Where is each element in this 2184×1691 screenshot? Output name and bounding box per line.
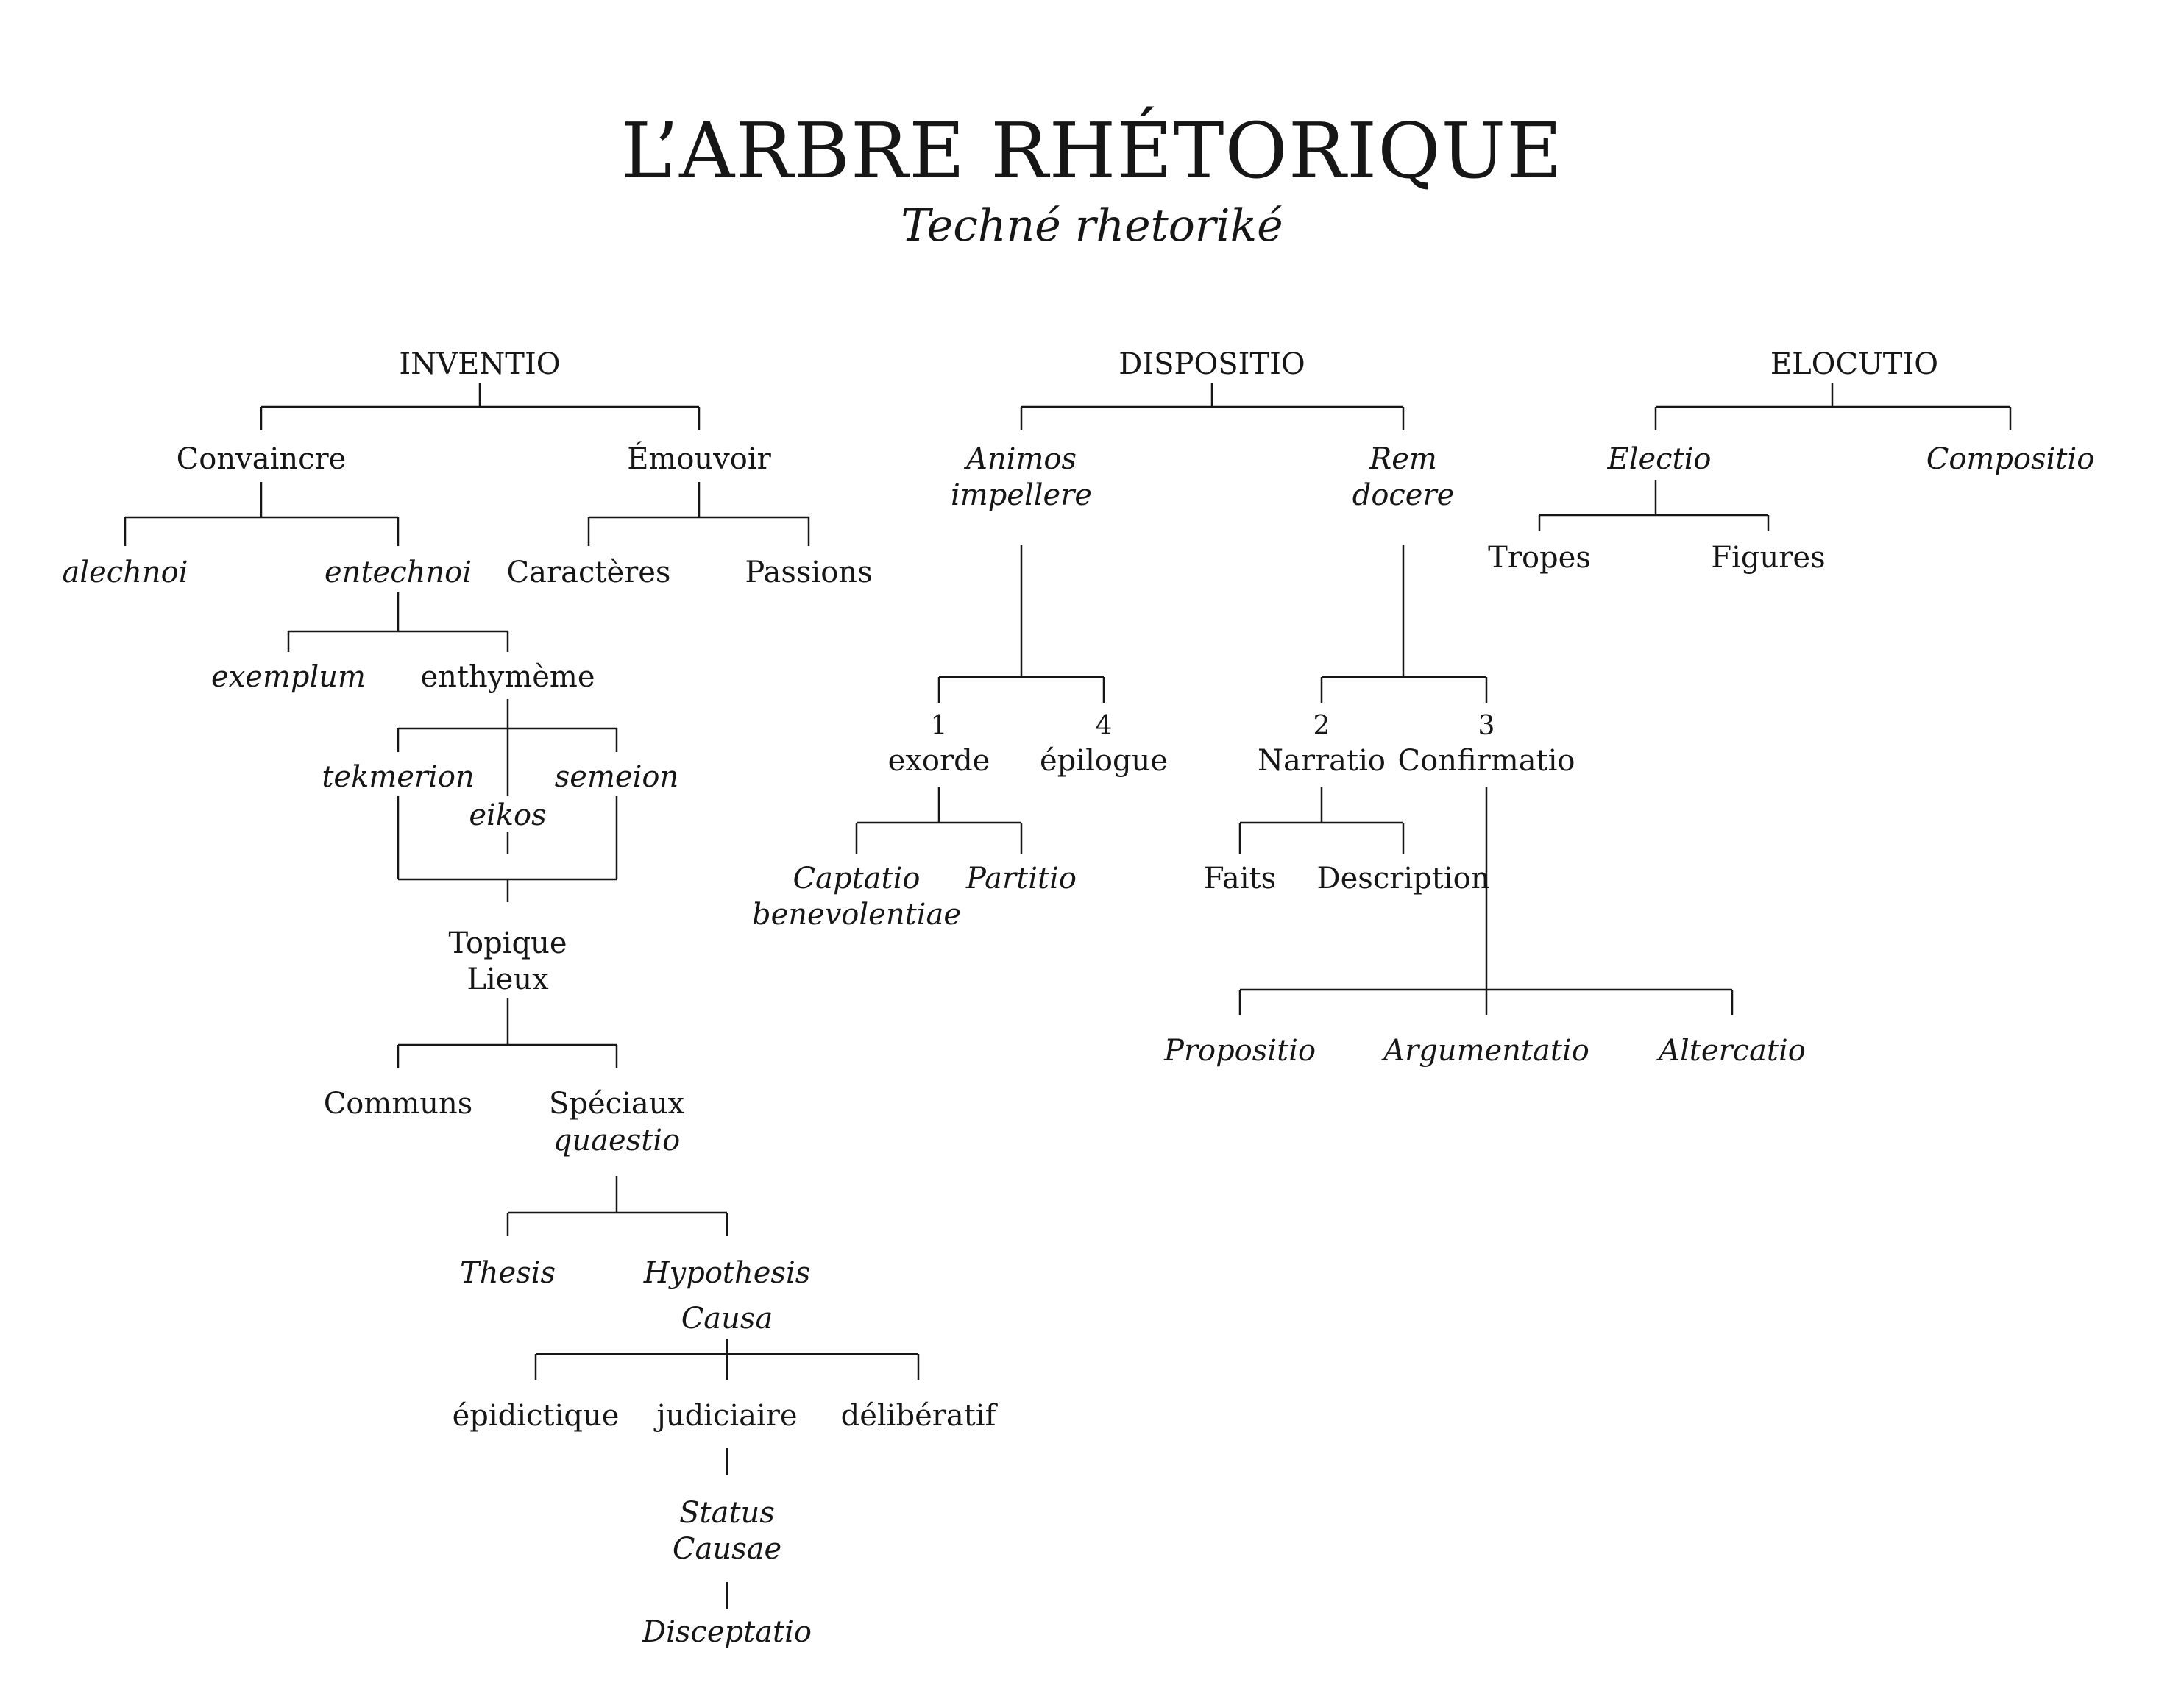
node-lieux: Lieux (467, 963, 549, 996)
node-captatio: Captatio (793, 862, 921, 896)
diagram-title: L’ARBRE RHÉTORIQUE (620, 106, 1564, 196)
node-argumentatio: Argumentatio (1383, 1034, 1589, 1068)
node-number-1: 1 (930, 711, 948, 741)
node-causa: Causa (681, 1302, 773, 1336)
node-number-3: 3 (1478, 711, 1495, 741)
node-epidictique: épidictique (452, 1399, 620, 1433)
node-convaincre: Convaincre (176, 442, 347, 476)
node-propositio: Propositio (1163, 1034, 1316, 1068)
node-description: Description (1316, 862, 1490, 896)
node-inventio: INVENTIO (399, 347, 561, 381)
node-faits: Faits (1203, 862, 1277, 896)
node-tekmerion: tekmerion (322, 760, 475, 794)
node-deliberatif: délibératif (840, 1399, 996, 1433)
node-confirmatio: Confirmatio (1397, 744, 1575, 778)
node-tropes: Tropes (1488, 541, 1591, 575)
node-thesis: Thesis (460, 1256, 556, 1290)
node-hypothesis: Hypothesis (643, 1256, 811, 1290)
node-semeion: semeion (554, 760, 679, 794)
node-number-2: 2 (1313, 711, 1330, 741)
node-alechnoi: alechnoi (62, 556, 188, 589)
node-narratio: Narratio (1258, 744, 1386, 778)
node-eikos: eikos (469, 798, 547, 832)
node-topique: Topique (448, 926, 567, 960)
node-impellere: impellere (950, 478, 1093, 512)
node-rem: Rem (1369, 442, 1437, 476)
node-electio: Electio (1607, 442, 1712, 476)
node-communs: Communs (323, 1087, 473, 1121)
node-benevolentiae: benevolentiae (751, 898, 962, 932)
node-disceptatio: Disceptatio (642, 1615, 812, 1649)
node-altercatio: Altercatio (1659, 1034, 1806, 1068)
node-status: Status (679, 1496, 775, 1530)
diagram-subtitle: Techné rhetoriké (901, 200, 1283, 252)
node-animos: Animos (966, 442, 1077, 476)
node-speciaux: Spéciaux (548, 1087, 685, 1121)
node-elocutio: ELOCUTIO (1770, 347, 1939, 381)
node-partitio: Partitio (966, 862, 1077, 896)
node-exorde: exorde (887, 744, 990, 778)
node-epilogue: épilogue (1040, 744, 1168, 778)
node-figures: Figures (1711, 541, 1826, 575)
node-entechnoi: entechnoi (325, 556, 472, 589)
node-number-4: 4 (1095, 711, 1113, 741)
node-judiciaire: judiciaire (656, 1399, 798, 1433)
node-caracteres: Caractères (506, 556, 671, 589)
node-quaestio: quaestio (553, 1124, 681, 1158)
node-compositio: Compositio (1926, 442, 2095, 476)
node-docere: docere (1352, 478, 1455, 512)
node-enthymeme: enthymème (420, 660, 595, 694)
node-passions: Passions (745, 556, 873, 589)
node-dispositio: DISPOSITIO (1118, 347, 1305, 381)
node-exemplum: exemplum (211, 660, 366, 694)
node-causae: Causae (672, 1532, 782, 1566)
node-emouvoir: Émouvoir (627, 442, 771, 476)
